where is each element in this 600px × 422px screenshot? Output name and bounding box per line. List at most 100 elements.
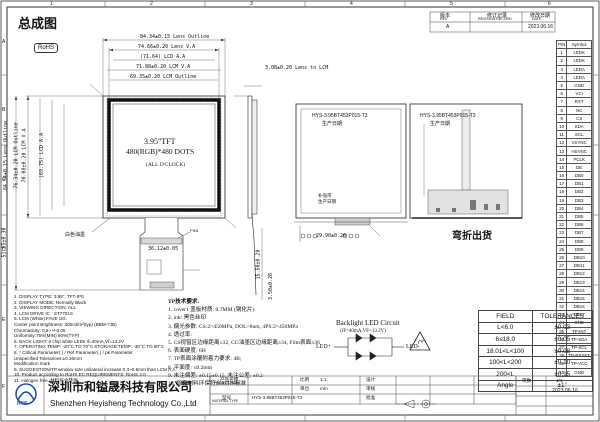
tp-spec-line: 10. 所有材料环保符合RoHS标准: [168, 381, 247, 388]
tp-spec-line: 2. ink: 黑色丝印: [168, 315, 207, 322]
front-view: [14, 38, 237, 291]
pin-number: 26: [555, 252, 568, 263]
pin-symbol: DB6: [566, 220, 593, 230]
note-line: 8. * Critical Parameter( ) / Ref Paramet…: [14, 349, 133, 355]
pin-symbol: DB15: [566, 293, 593, 304]
grid-col-4: 4: [350, 1, 353, 7]
tol-header-tolerances: TOLERANCES: [531, 310, 594, 323]
circuit-led-plus: LED+: [316, 344, 332, 350]
lcd-size: 3.95"TFT: [144, 137, 176, 146]
tolerance-value: ±0.05: [531, 333, 594, 346]
pin-symbol: LEDA: [566, 64, 593, 74]
dim-fpc-tail-2: 3.50±0.20: [268, 272, 275, 301]
grid-row-c: C: [2, 177, 6, 183]
tb-unit: mm: [320, 386, 328, 391]
bend-ship-label: 弯折出货: [452, 231, 492, 242]
dim-lens-to-lcm: 3.08±0.20 Lens to LCM: [265, 65, 329, 71]
pin-number: 25: [555, 244, 568, 254]
back-view-1: [294, 103, 408, 242]
pin-number: 8: [555, 105, 568, 115]
dim-lcm-va-h: 70.08±0.20 LCM V.A: [21, 128, 28, 183]
tp-spec-line: 3. 偏光参数: CS:2>450MPa, DOL>8um, 4PS:2>450…: [168, 323, 298, 330]
dim-fpc-width: 36.12±0.05: [148, 246, 179, 252]
pin-number: 22: [555, 220, 568, 230]
pin-symbol: LEDK: [566, 56, 593, 66]
note-line: Center point Brightness: 300cd/m²(typ) (…: [14, 321, 117, 327]
tp-spec-line: 1. cover1 盖板材质: 0.7MM (钢化片): [168, 307, 255, 314]
note-line: Uniformity:75%(MIN) 80%(TYP): [14, 333, 80, 339]
dim-lcd-aa-w: (71.64) LCD A.A: [140, 54, 186, 60]
tb-sheet-label: 页数: [522, 378, 532, 383]
tolerance-row: L<6.0±0.03: [478, 321, 594, 335]
pin-symbol: HSYNC: [566, 146, 593, 156]
pin-number: 11: [555, 130, 568, 140]
note-line: Modification mark: [14, 361, 50, 367]
tp-spec-line: 6. 表面硬度: 6H: [168, 348, 206, 355]
dim-back-fpc-label: 29.90±0.20: [316, 233, 347, 239]
pin-number: 16: [555, 170, 568, 181]
label-pin1: PIN1: [190, 228, 199, 233]
tb-scale-label: 比例: [300, 377, 310, 382]
pin-symbol: LEDA: [566, 72, 593, 82]
tolerance-row: 6≤18.0±0.05: [478, 333, 594, 346]
tolerance-value: ±0.08: [531, 344, 594, 358]
tolerance-row: 18.01<L<100±0.08: [478, 344, 594, 358]
pin-symbol: DB8: [566, 236, 593, 246]
pin-number: 5: [555, 80, 568, 91]
note-line: 6. BACK LIGHT: 6 chip white LEDs If=40mA…: [14, 338, 125, 344]
logo-mark-icon: [15, 383, 37, 405]
pin-number: 6: [555, 89, 568, 99]
pin-number: 31: [555, 293, 568, 304]
back-product-code: HYS-3.95BT453P015-T3: [312, 113, 368, 119]
pin-number: 1: [555, 48, 568, 58]
esd-warning-icon: [409, 331, 431, 351]
pin-symbol: PCLK: [566, 154, 593, 164]
tp-spec-title: TP技术要求:: [168, 299, 200, 305]
tb-part-label: 型号: [222, 395, 232, 400]
tolerance-row: 200<L±0.15: [478, 367, 594, 381]
tb-scale: 1:1: [320, 377, 327, 382]
rev-value: A: [446, 24, 450, 30]
stiffener-label: 补强带: [318, 193, 332, 198]
pin-symbol: DB10: [566, 252, 593, 263]
grid-row-d: D: [2, 247, 6, 253]
pin-symbol: DB4: [566, 203, 593, 213]
dim-fpc-length: 51.95±0.30: [1, 227, 8, 258]
pin-symbol: VSYNC: [566, 138, 593, 148]
dim-fpc-tail: 15.50±0.20: [255, 249, 262, 280]
pin-symbol: DB14: [566, 285, 593, 295]
note-line: 1. DISPLAY TYPE: 3.95", TFT-IPS: [14, 294, 84, 299]
rev-header-rev-en: REV: [440, 17, 448, 21]
back-view-2: [409, 103, 523, 219]
note-line: 4. LCM DRIVE IC : ST7701S: [14, 310, 73, 316]
tolerance-field: L<6.0: [478, 321, 533, 335]
tb-product-label-en: PROJECT NAME: [214, 381, 241, 385]
pin-symbol: DB7: [566, 228, 593, 238]
company-name-cn: 深圳市和镒晟科技有限公司: [48, 380, 193, 394]
tb-product-label: 产品名称: [220, 377, 239, 382]
back2-product-code: HYS-3.95BT453P015-T3: [420, 113, 476, 119]
rev-header-record: 修订记录: [487, 13, 508, 19]
tb-approve-check: 审核: [366, 386, 376, 391]
dim-lcm-outline-w: 69.35±0.20 LCM Outline: [130, 74, 197, 80]
grid-col-2: 2: [150, 1, 153, 7]
label-white-ink: 白色油墨: [65, 232, 86, 238]
pin-symbol: SCL: [566, 130, 593, 140]
grid-col-5: 5: [450, 1, 453, 7]
note-line: 3. VIEWING DIRECTION: ALL: [14, 305, 77, 311]
